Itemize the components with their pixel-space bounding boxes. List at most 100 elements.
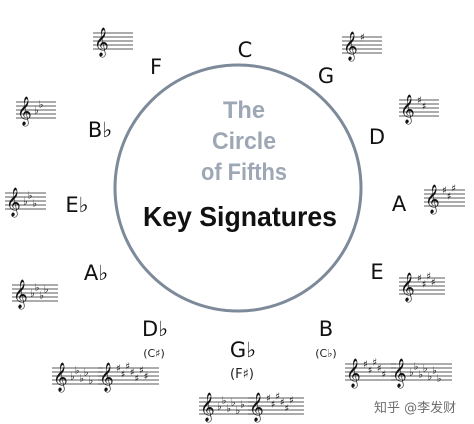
sharp-icon: ♯: [275, 392, 280, 403]
flat-icon: ♭: [88, 376, 93, 387]
sharp-icon: ♯: [417, 274, 422, 285]
sharp-icon: ♯: [360, 33, 365, 44]
sharp-icon: ♯: [139, 366, 144, 377]
treble-clef-icon: 𝄞: [200, 392, 215, 422]
treble-clef-icon: 𝄞: [346, 358, 361, 388]
staff-gb: 𝄞♭♭♭♭♭♭: [199, 392, 255, 422]
staff-gb-enharmonic: 𝄞♯♯♯♯♯♯: [248, 392, 304, 422]
key-label-a: A: [392, 192, 407, 216]
key-signature-staves: 𝄞𝄞♯𝄞♯♯𝄞♯♯♯𝄞♯♯♯♯𝄞♯♯♯♯♯𝄞♭♭♭♭♭♭♭𝄞♭♭♭♭♭♭𝄞♯♯♯…: [5, 27, 465, 422]
flat-icon: ♭: [30, 289, 35, 300]
key-label-f: F: [150, 55, 162, 79]
sharp-icon: ♯: [125, 362, 130, 373]
watermark: 知乎 @李发财: [374, 400, 456, 416]
flat-icon: ♭: [423, 364, 428, 375]
sharp-icon: ♯: [372, 358, 377, 369]
flat-icon: ♭: [427, 372, 432, 383]
key-label-gb: G♭: [230, 338, 256, 362]
staff-ab: 𝄞♭♭♭♭: [12, 279, 58, 309]
sharp-icon: ♯: [130, 368, 135, 379]
flat-icon: ♭: [28, 191, 33, 202]
sharp-icon: ♯: [134, 374, 139, 385]
key-label-eb: E♭: [65, 193, 88, 217]
key-label-bb: B♭: [88, 118, 112, 142]
sharp-icon: ♯: [289, 396, 294, 407]
staff-d: 𝄞♯♯: [399, 94, 439, 124]
flat-icon: ♭: [84, 368, 89, 379]
sharp-icon: ♯: [381, 370, 386, 381]
sharp-icon: ♯: [417, 96, 422, 107]
flat-icon: ♭: [231, 398, 236, 409]
key-label-g: G: [318, 64, 334, 88]
staff-c: 𝄞: [93, 27, 133, 57]
flat-icon: ♭: [32, 199, 37, 210]
key-label-db: D♭: [142, 317, 168, 341]
title-line-circle: Circle: [212, 128, 276, 155]
treble-clef-icon: 𝄞: [343, 31, 358, 61]
flat-icon: ♭: [226, 404, 231, 415]
flat-icon: ♭: [432, 366, 437, 377]
staff-a: 𝄞♯♯♯: [424, 184, 465, 214]
sharp-icon: ♯: [422, 102, 427, 113]
sharp-icon: ♯: [447, 192, 452, 203]
treble-clef-icon: 𝄞: [53, 362, 68, 392]
treble-clef-icon: 𝄞: [6, 187, 21, 217]
flat-icon: ♭: [414, 362, 419, 373]
sharp-icon: ♯: [280, 398, 285, 409]
sharp-icon: ♯: [116, 364, 121, 375]
staff-bb: 𝄞♭♭: [16, 96, 56, 126]
treble-clef-icon: 𝄞: [400, 272, 415, 302]
flat-icon: ♭: [222, 396, 227, 407]
sharp-icon: ♯: [422, 280, 427, 291]
sharp-icon: ♯: [266, 394, 271, 405]
flat-icon: ♭: [79, 374, 84, 385]
treble-clef-icon: 𝄞: [249, 392, 264, 422]
sharp-icon: ♯: [451, 184, 456, 195]
flat-icon: ♭: [75, 366, 80, 377]
sharp-icon: ♯: [121, 370, 126, 381]
staff-eb: 𝄞♭♭♭: [5, 187, 46, 217]
flat-icon: ♭: [217, 402, 222, 413]
treble-clef-icon: 𝄞: [392, 358, 407, 388]
key-label-e: E: [370, 260, 383, 284]
staff-e: 𝄞♯♯♯♯: [399, 272, 445, 302]
flat-icon: ♭: [409, 368, 414, 379]
enharmonic-label-db: (C♯): [143, 347, 165, 360]
key-label-b: B: [319, 317, 333, 341]
key-label-d: D: [369, 125, 385, 149]
flat-icon: ♭: [240, 400, 245, 411]
sharp-icon: ♯: [363, 360, 368, 371]
title-line-the: The: [223, 97, 265, 124]
flat-icon: ♭: [34, 106, 39, 117]
flat-icon: ♭: [70, 372, 75, 383]
key-label-c: C: [238, 38, 253, 62]
flat-icon: ♭: [39, 291, 44, 302]
staff-db: 𝄞♭♭♭♭♭: [52, 362, 103, 392]
flat-icon: ♭: [23, 197, 28, 208]
staff-db-enharmonic: 𝄞♯♯♯♯♯♯♯: [98, 362, 159, 392]
center-circle: [113, 63, 363, 313]
key-label-ab: A♭: [84, 261, 108, 285]
flat-icon: ♭: [235, 406, 240, 417]
sharp-icon: ♯: [284, 404, 289, 415]
flat-icon: ♭: [44, 285, 49, 296]
treble-clef-icon: 𝄞: [99, 362, 114, 392]
staff-b-enharmonic: 𝄞♭♭♭♭♭♭♭: [391, 358, 452, 388]
enharmonic-label-b: (C♭): [315, 347, 336, 360]
sharp-icon: ♯: [442, 186, 447, 197]
treble-clef-icon: 𝄞: [400, 94, 415, 124]
sharp-icon: ♯: [368, 366, 373, 377]
treble-clef-icon: 𝄞: [425, 184, 440, 214]
staff-g: 𝄞♯: [342, 31, 382, 61]
flat-icon: ♭: [39, 100, 44, 111]
treble-clef-icon: 𝄞: [17, 96, 32, 126]
sharp-icon: ♯: [377, 364, 382, 375]
sharp-icon: ♯: [426, 272, 431, 283]
staff-b: 𝄞♯♯♯♯♯: [345, 358, 396, 388]
sharp-icon: ♯: [144, 372, 149, 383]
enharmonic-label-gb: (F♯): [230, 367, 254, 382]
title-key-signatures: Key Signatures: [143, 201, 337, 232]
flat-icon: ♭: [35, 283, 40, 294]
title-line-of-fifths: of Fifths: [201, 159, 287, 186]
